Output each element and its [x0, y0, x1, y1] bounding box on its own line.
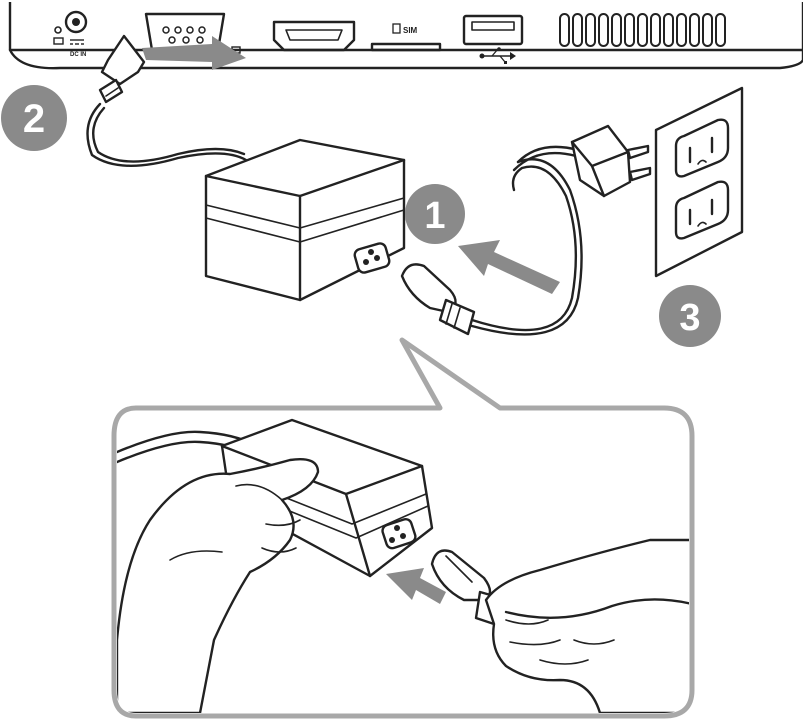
step-1-label: 1 — [424, 195, 445, 237]
step-3-label: 3 — [679, 297, 700, 339]
ac-cord — [472, 147, 582, 335]
dc-cable — [88, 104, 247, 166]
wall-plug — [572, 126, 650, 196]
insert-arrow-ac — [458, 240, 560, 294]
step-2-label: 2 — [23, 97, 45, 141]
sim-label: SIM — [403, 26, 418, 35]
step-badge-3: 3 — [659, 285, 721, 347]
dc-in-label: DC IN — [70, 52, 86, 58]
detail-callout — [114, 340, 692, 716]
step-badge-2: 2 — [1, 85, 67, 151]
ac-cloverleaf-plug — [402, 264, 474, 334]
wall-outlet — [656, 88, 742, 276]
power-adapter-brick — [206, 140, 404, 300]
step-badge-1: 1 — [405, 184, 465, 244]
